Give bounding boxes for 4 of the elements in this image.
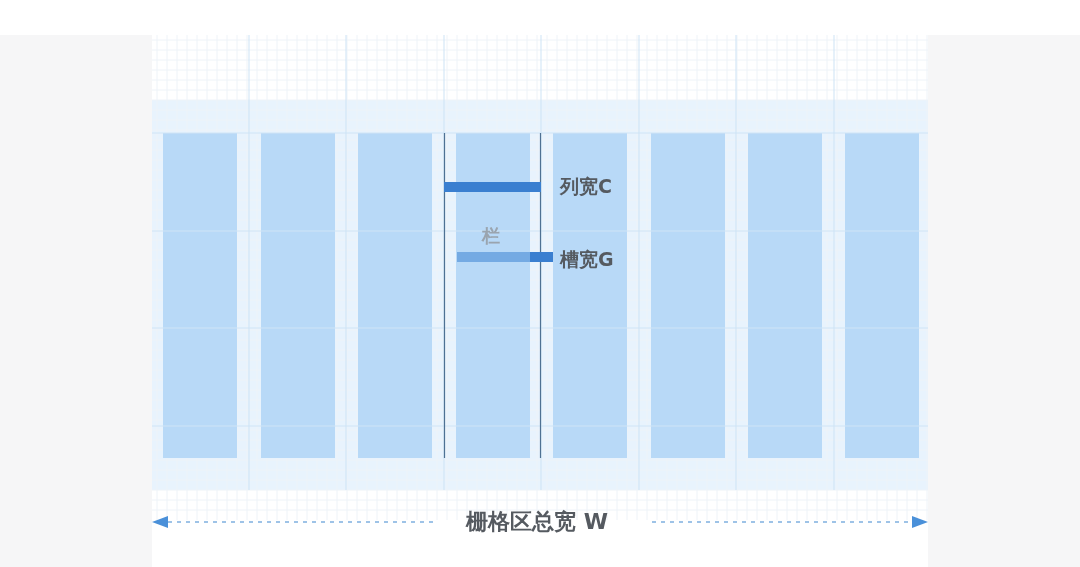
dimension-label: 槽宽G [560,249,614,269]
column-label: 栏 [482,227,500,245]
dimension-label: 栅格区总宽 W [466,511,608,533]
dimension-label: 列宽C [560,176,612,196]
